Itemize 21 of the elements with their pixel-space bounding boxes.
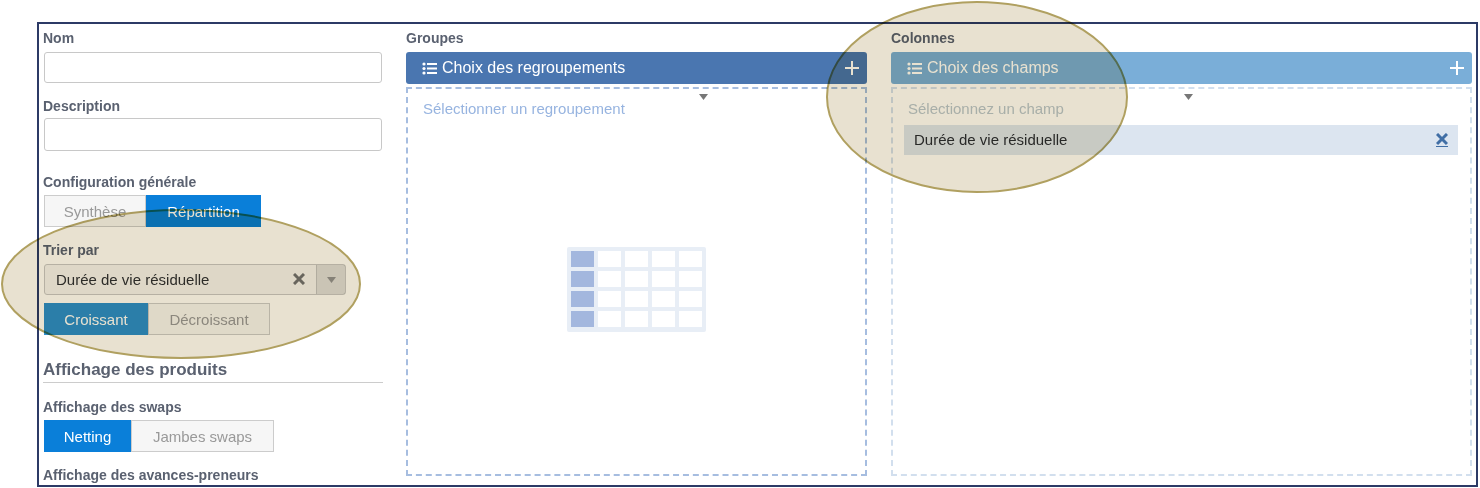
toggle-button: Netting — [44, 420, 131, 452]
placeholder-text: Sélectionnez un champ — [908, 100, 1064, 118]
toggle-button: Synthèse — [44, 195, 146, 227]
select-value: Durée de vie résiduelle — [56, 271, 210, 288]
placeholder-text: Sélectionner un regroupement — [423, 100, 625, 118]
selected-item-text: Durée de vie résiduelle — [914, 131, 1068, 148]
field-label: Affichage des avances-preneurs — [43, 467, 259, 483]
field-label: Colonnes — [891, 30, 955, 46]
toggle-button: Jambes swaps — [131, 420, 274, 452]
toggle-button: Décroissant — [148, 303, 270, 335]
panel-title: Choix des regroupements — [442, 59, 626, 77]
field-label: Groupes — [406, 30, 464, 46]
toggle-button: Répartition — [146, 195, 261, 227]
field-label: Description — [43, 98, 120, 114]
field-label: Trier par — [43, 242, 100, 258]
panel-title: Choix des champs — [927, 59, 1059, 77]
field-label: Affichage des swaps — [43, 399, 182, 415]
field-label: Configuration générale — [43, 174, 197, 190]
field-label: Nom — [43, 30, 75, 46]
section-heading: Affichage des produits — [43, 360, 228, 380]
toggle-button: Croissant — [44, 303, 148, 335]
